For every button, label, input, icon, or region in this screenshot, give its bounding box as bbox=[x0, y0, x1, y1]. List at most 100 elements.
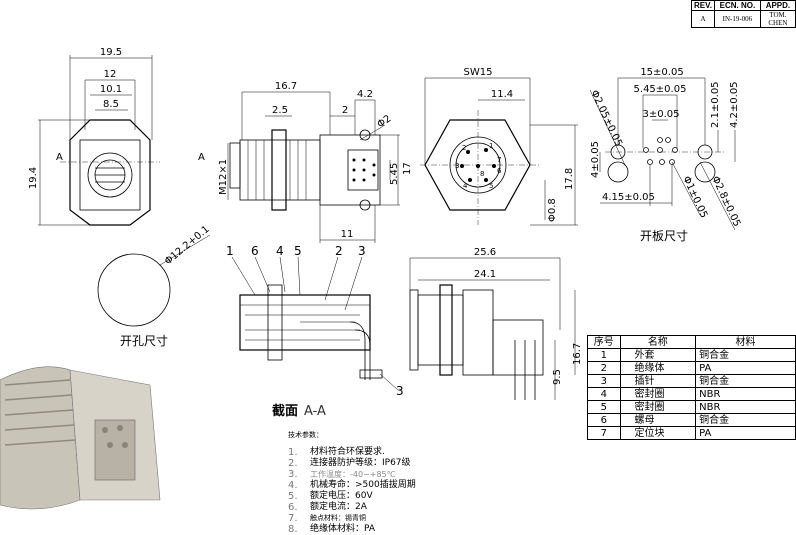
callout-4: 4 bbox=[276, 244, 284, 258]
pin-3: 3 bbox=[455, 162, 459, 170]
callout-1: 1 bbox=[226, 244, 234, 258]
section-title: 截面 A-A bbox=[272, 400, 326, 419]
cell-name: 外套 bbox=[619, 348, 697, 362]
dim-face-phi0-8: Φ0.8 bbox=[547, 198, 558, 222]
note-text: 触点材料：锡青铜 bbox=[310, 514, 366, 522]
notes-heading: 技术参数： bbox=[288, 431, 323, 439]
dim-front-8-5: 8.5 bbox=[103, 99, 119, 110]
note-text: 连接器防护等级：IP67级 bbox=[310, 458, 411, 468]
callout-3-lower: 3 bbox=[396, 384, 404, 398]
cell-material: 铜合金 bbox=[695, 374, 796, 388]
header-index: 序号 bbox=[587, 335, 621, 349]
cell-index: 3 bbox=[587, 374, 621, 388]
dim-panel-4-2: 4.2±0.05 bbox=[729, 81, 740, 128]
dim-side-2-5: 2.5 bbox=[272, 105, 288, 116]
dim-side-17: 17 bbox=[402, 162, 413, 175]
callout-3: 3 bbox=[358, 244, 366, 258]
note-number: 8. bbox=[288, 524, 298, 535]
cell-material: 铜合金 bbox=[695, 413, 796, 427]
cell-index: 2 bbox=[587, 361, 621, 375]
note-text: 工作温度：-40~+85℃ bbox=[310, 470, 396, 479]
technical-notes: 技术参数： 1. 材料符合环保要求. 2. 连接器防护等级：IP67级 3. 工作温度… bbox=[288, 430, 416, 535]
pin-8: 8 bbox=[480, 170, 484, 178]
callout-5: 5 bbox=[294, 244, 302, 258]
side-view: 16.7 2.5 2 4.2 Φ2 M12×1 5.45 17 11 bbox=[218, 81, 413, 243]
note-text: 额定电流：2A bbox=[310, 502, 367, 512]
note-number: 3. bbox=[288, 469, 298, 480]
drawing-canvas: 19.5 12 10.1 8.5 19.4 A A 16.7 2.5 2 4.2… bbox=[0, 47, 742, 510]
dim-panel-phi2-05: Φ2.05±0.05 bbox=[588, 89, 624, 149]
dim-side-16-7: 16.7 bbox=[275, 81, 297, 92]
dim-panel-5-45: 5.45±0.05 bbox=[634, 84, 687, 95]
dim-side-2: 2 bbox=[342, 105, 348, 116]
note-item: 6. 额定电流：2A bbox=[288, 502, 416, 513]
dim-side-thread: M12×1 bbox=[218, 159, 229, 195]
dim-front-12: 12 bbox=[104, 69, 117, 80]
cell-material: PA bbox=[695, 361, 796, 375]
dim-panel-4: 4±0.05 bbox=[590, 141, 601, 178]
cell-material: NBR bbox=[695, 387, 796, 401]
panel-cutout: 15±0.05 5.45±0.05 3±0.05 2.1±0.05 4.2±0.… bbox=[588, 67, 742, 243]
note-number: 5. bbox=[288, 491, 298, 502]
note-item: 4. 机械寿命：>500插拔周期 bbox=[288, 480, 416, 491]
dim-panel-phi2-8: Φ2.8±0.05 bbox=[709, 175, 742, 229]
dim-bottom-24-1: 24.1 bbox=[474, 269, 496, 280]
cell-material: 铜合金 bbox=[695, 348, 796, 362]
note-item: 8. 绝缘体材料：PA bbox=[288, 524, 416, 535]
dim-panel-phi1: Φ1±0.05 bbox=[680, 175, 709, 220]
product-render bbox=[0, 366, 161, 510]
callout-2: 2 bbox=[335, 244, 343, 258]
dim-front-10-1: 10.1 bbox=[100, 84, 122, 95]
note-text: 材料符合环保要求. bbox=[310, 447, 385, 457]
cell-name: 螺母 bbox=[619, 413, 697, 427]
cell-index: 1 bbox=[587, 348, 621, 362]
dim-bottom-9-5: 9.5 bbox=[552, 369, 563, 385]
cell-name: 密封圈 bbox=[619, 400, 697, 414]
dim-side-5-45: 5.45 bbox=[389, 163, 400, 185]
cell-index: 4 bbox=[587, 387, 621, 401]
pin-1: 1 bbox=[489, 142, 493, 150]
note-item: 1. 材料符合环保要求. bbox=[288, 447, 416, 458]
cell-name: 密封圈 bbox=[619, 387, 697, 401]
dim-hole: Φ12.2+0.1 bbox=[163, 224, 212, 267]
panel-cutout-title: 开板尺寸 bbox=[640, 229, 688, 243]
cell-index: 6 bbox=[587, 413, 621, 427]
dim-panel-15: 15±0.05 bbox=[640, 67, 683, 78]
dim-face-17-8: 17.8 bbox=[564, 168, 575, 190]
note-text: 机械寿命：>500插拔周期 bbox=[310, 480, 416, 490]
note-item: 3. 工作温度：-40~+85℃ bbox=[288, 469, 416, 480]
section-mark-right: A bbox=[198, 152, 205, 163]
face-view: 1 2 3 4 5 6 7 8 SW15 11.4 17.8 Φ0.8 bbox=[420, 67, 578, 226]
cell-name: 定位块 bbox=[619, 426, 697, 440]
dim-side-phi2: Φ2 bbox=[375, 113, 393, 130]
note-text: 额定电压：60V bbox=[310, 491, 373, 501]
cell-material: NBR bbox=[695, 400, 796, 414]
dim-panel-2-1: 2.1±0.05 bbox=[710, 81, 721, 128]
header-material: 材料 bbox=[695, 335, 796, 349]
dim-panel-3: 3±0.05 bbox=[642, 109, 679, 120]
dim-front-width: 19.5 bbox=[100, 47, 122, 58]
pin-7: 7 bbox=[497, 156, 501, 164]
note-number: 2. bbox=[288, 458, 298, 469]
section-title-text: 截面 bbox=[272, 404, 299, 419]
note-number: 1. bbox=[288, 447, 298, 458]
dim-front-height: 19.4 bbox=[28, 167, 39, 189]
pin-6: 6 bbox=[497, 167, 502, 175]
note-number: 6. bbox=[288, 502, 298, 513]
dim-side-11: 11 bbox=[341, 229, 354, 240]
dim-panel-4-15: 4.15±0.05 bbox=[602, 192, 655, 203]
cell-material: PA bbox=[695, 426, 796, 440]
section-mark-left: A bbox=[56, 152, 63, 163]
section-label: A-A bbox=[304, 404, 326, 419]
cell-name: 插针 bbox=[619, 374, 697, 388]
note-text: 绝缘体材料：PA bbox=[310, 524, 376, 534]
note-number: 4. bbox=[288, 480, 298, 491]
front-view: 19.5 12 10.1 8.5 19.4 A A bbox=[28, 47, 205, 226]
